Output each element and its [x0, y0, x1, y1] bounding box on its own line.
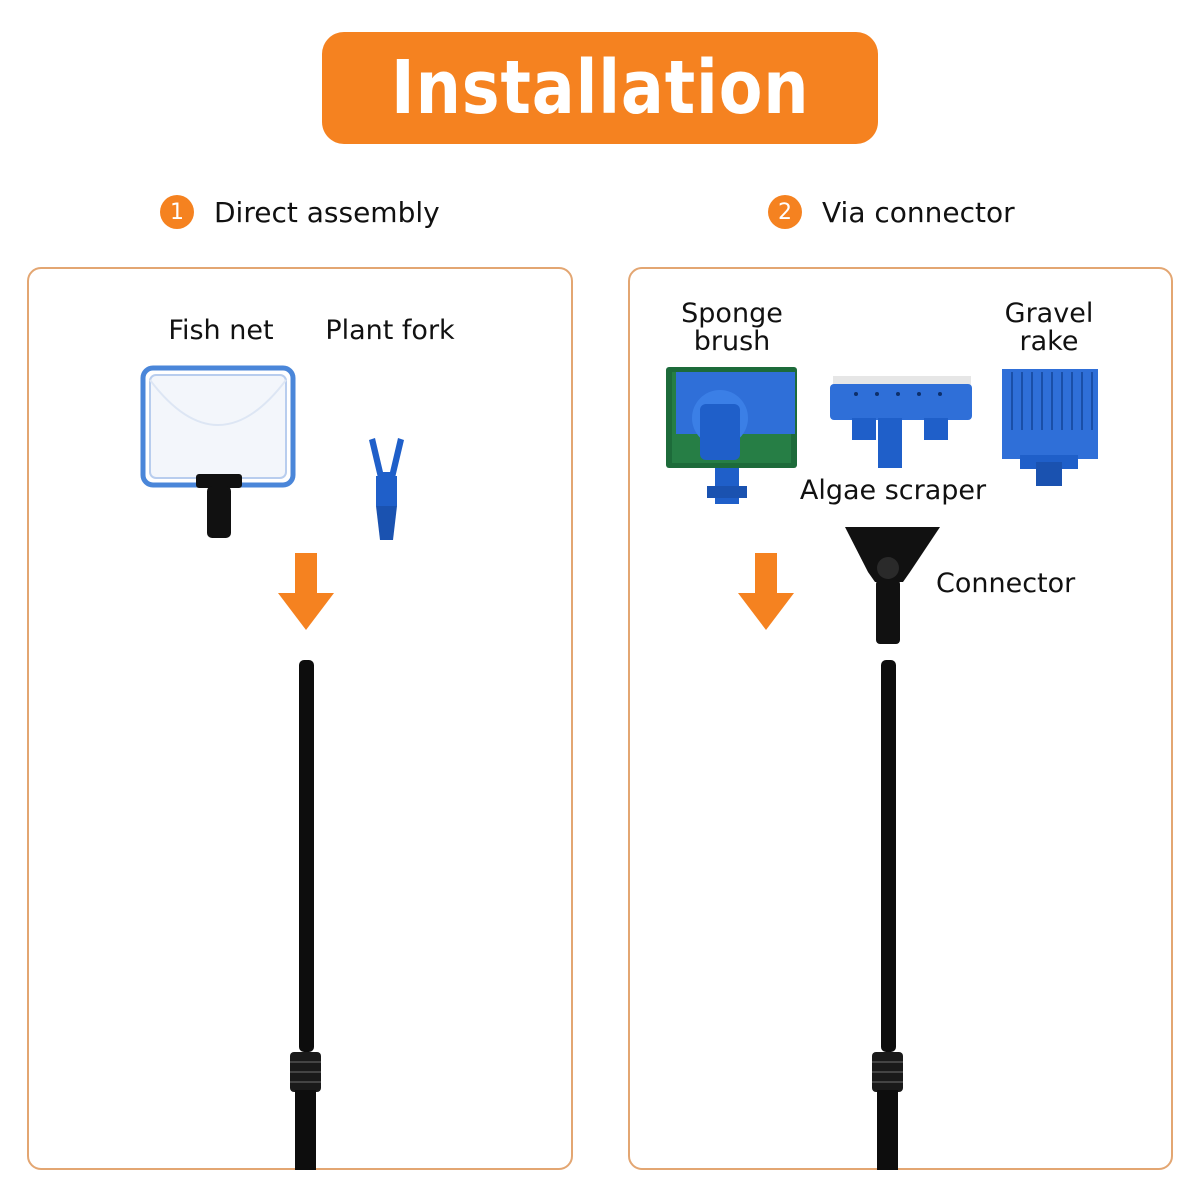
method-label: Via connector	[822, 195, 1015, 229]
plant-fork-icon	[369, 438, 404, 540]
sponge-brush-icon	[666, 367, 797, 504]
label-fish-net: Fish net	[168, 315, 274, 346]
page-title: Installation	[390, 45, 810, 131]
step-number-badge: 2	[768, 195, 802, 229]
telescopic-pole-right	[872, 660, 903, 1170]
panel-via-connector	[628, 267, 1173, 1170]
telescopic-pole-left	[290, 660, 321, 1170]
method-2-heading: 2 Via connector	[768, 190, 1015, 234]
step-number-badge: 1	[160, 195, 194, 229]
down-arrow-icon	[738, 553, 794, 630]
label-sponge-brush: Sponge brush	[681, 298, 783, 357]
method-1-heading: 1 Direct assembly	[160, 190, 440, 234]
connector-icon	[845, 527, 940, 644]
label-plant-fork: Plant fork	[325, 315, 455, 346]
fish-net-icon	[140, 365, 296, 538]
label-gravel-rake: Gravel rake	[1004, 298, 1094, 357]
label-algae-scraper: Algae scraper	[799, 475, 987, 506]
method-label: Direct assembly	[214, 195, 440, 229]
title-banner: Installation	[322, 32, 878, 144]
label-connector: Connector	[936, 568, 1076, 599]
gravel-rake-icon	[1002, 369, 1098, 486]
down-arrow-icon	[278, 553, 334, 630]
algae-scraper-icon	[830, 376, 972, 468]
